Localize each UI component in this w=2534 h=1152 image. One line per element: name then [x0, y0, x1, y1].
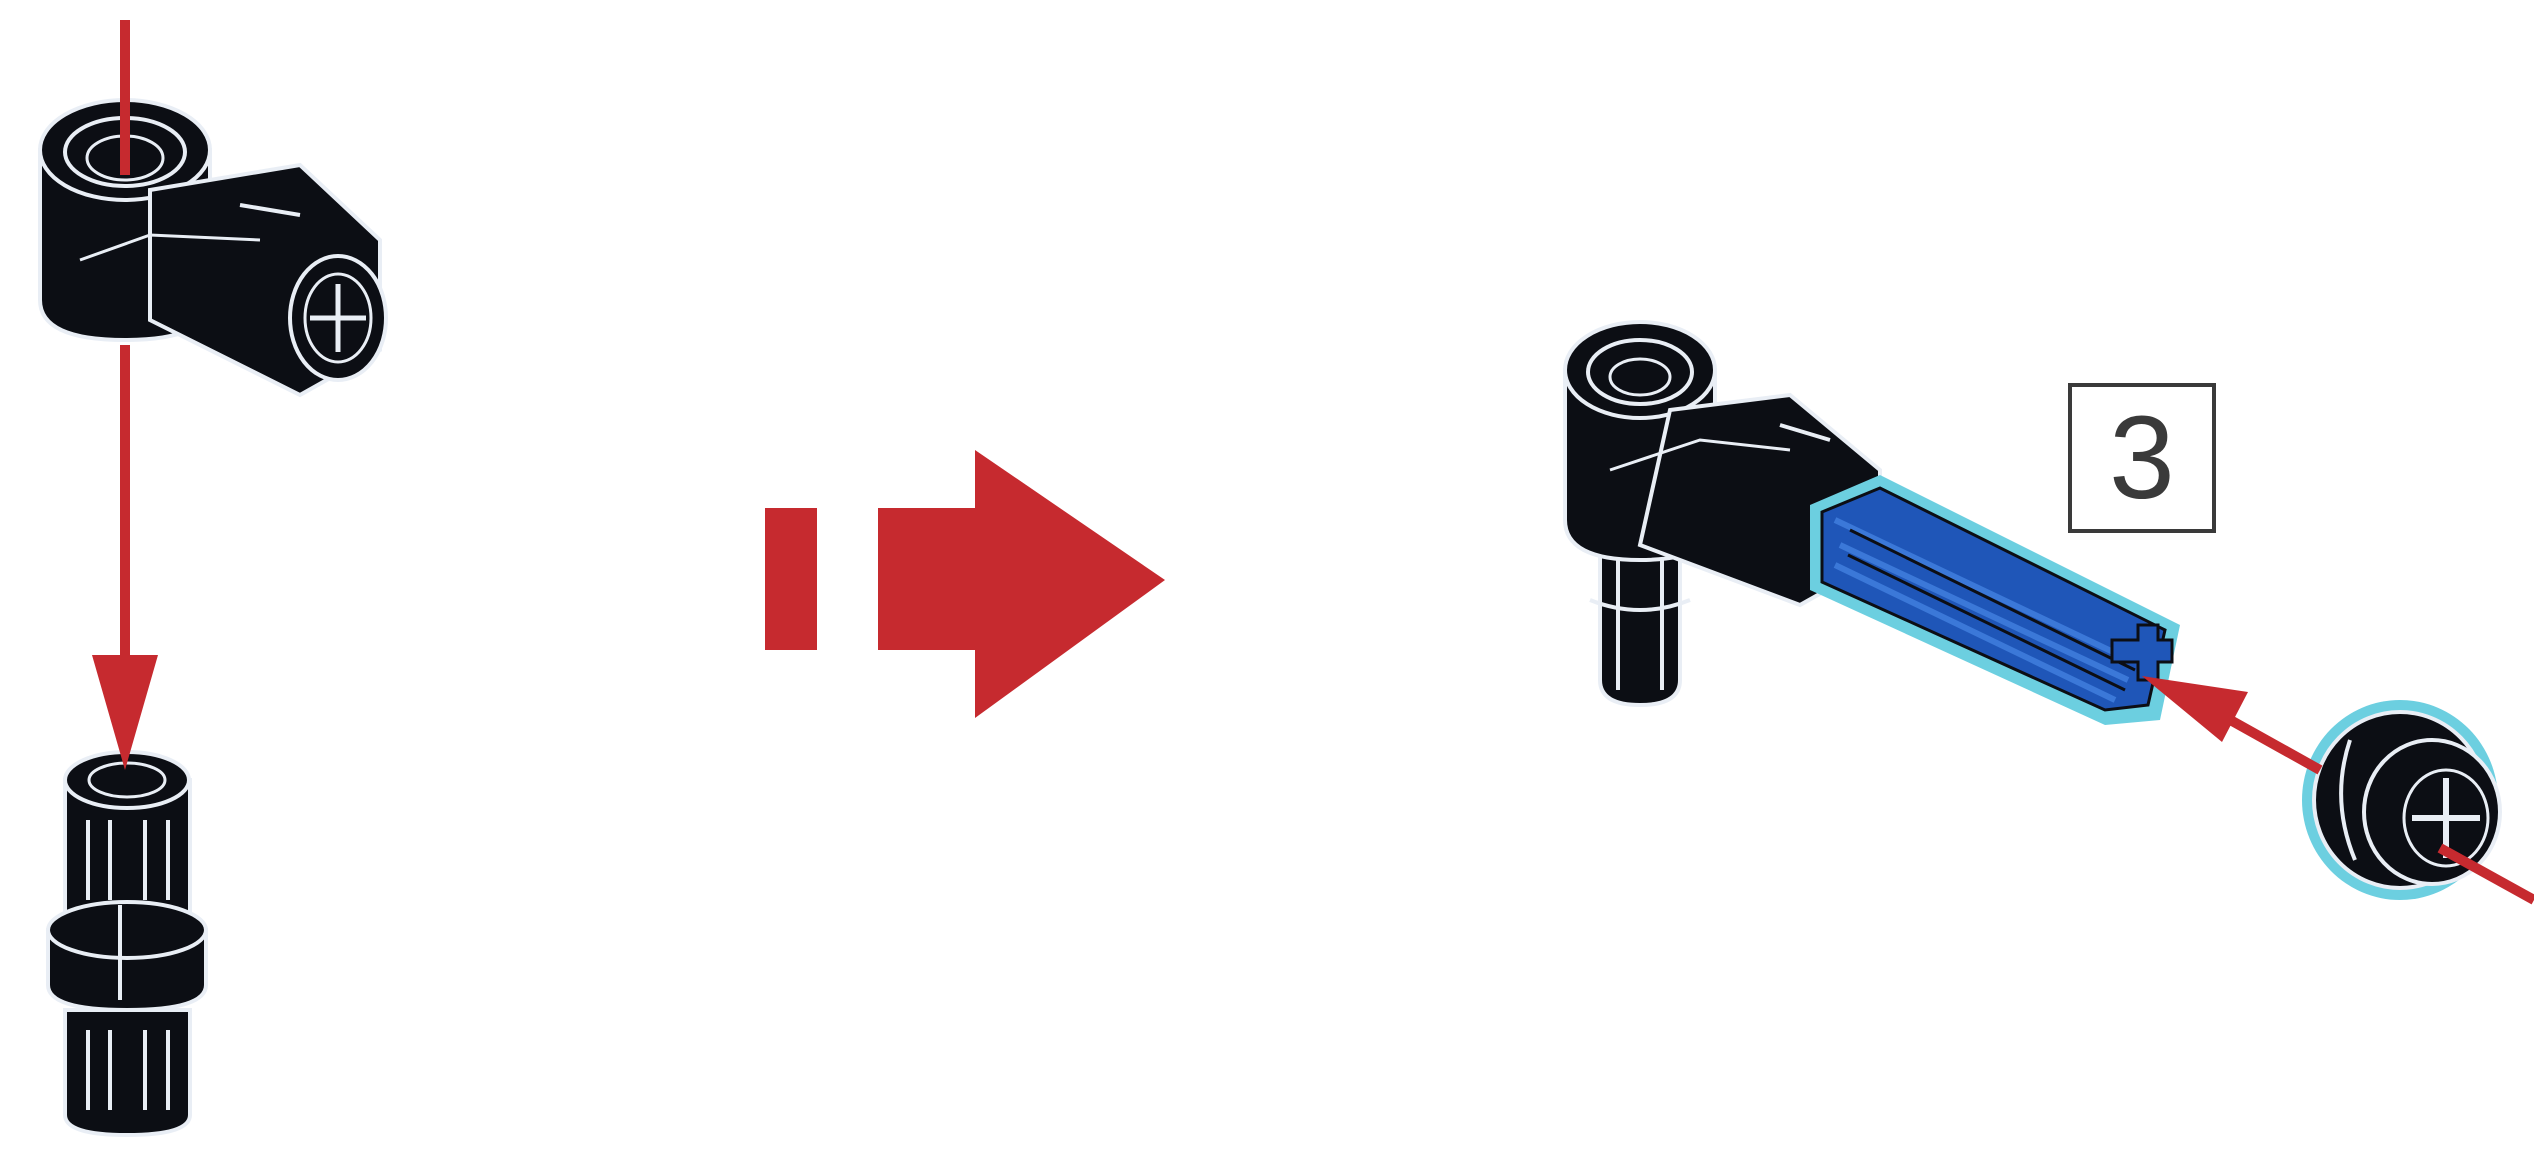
axle-length-callout: 3	[2068, 383, 2216, 533]
next-step-arrow-icon	[765, 450, 1165, 718]
axle-length-label: 3	[2109, 399, 2175, 517]
angle-connector-part	[40, 100, 386, 395]
friction-pin-part	[48, 752, 206, 1135]
